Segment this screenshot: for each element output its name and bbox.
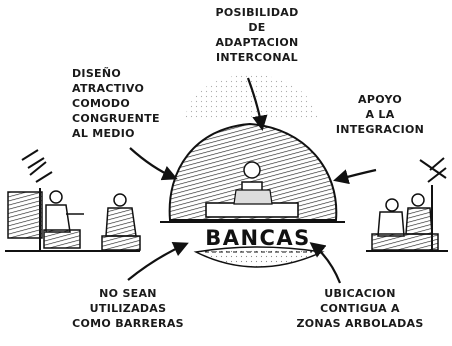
central-dome — [160, 122, 345, 223]
top-label: POSIBILIDAD DE ADAPTACION INTERCONAL — [215, 6, 299, 64]
left-label: DISEÑO ATRACTIVO COMODO CONGRUENTE AL ME… — [72, 67, 160, 140]
left-arrow — [129, 147, 178, 181]
bancas-curved-band — [193, 246, 325, 268]
right-arrow — [333, 168, 377, 185]
bottom-left-arrow — [127, 242, 189, 281]
arrows — [127, 77, 377, 284]
right-bench-scene — [366, 157, 448, 252]
bottom-right-label: UBICACION CONTIGUA A ZONAS ARBOLADAS — [296, 287, 424, 330]
bottom-right-arrow — [309, 242, 342, 284]
top-arrow — [246, 77, 268, 132]
bottom-left-label: NO SEAN UTILIZADAS COMO BARRERAS — [72, 287, 184, 330]
top-dotted-area — [185, 74, 318, 118]
left-bench-scene — [5, 149, 141, 252]
right-label: APOYO A LA INTEGRACION — [335, 93, 425, 136]
center-label-bancas: BANCAS — [205, 226, 311, 250]
